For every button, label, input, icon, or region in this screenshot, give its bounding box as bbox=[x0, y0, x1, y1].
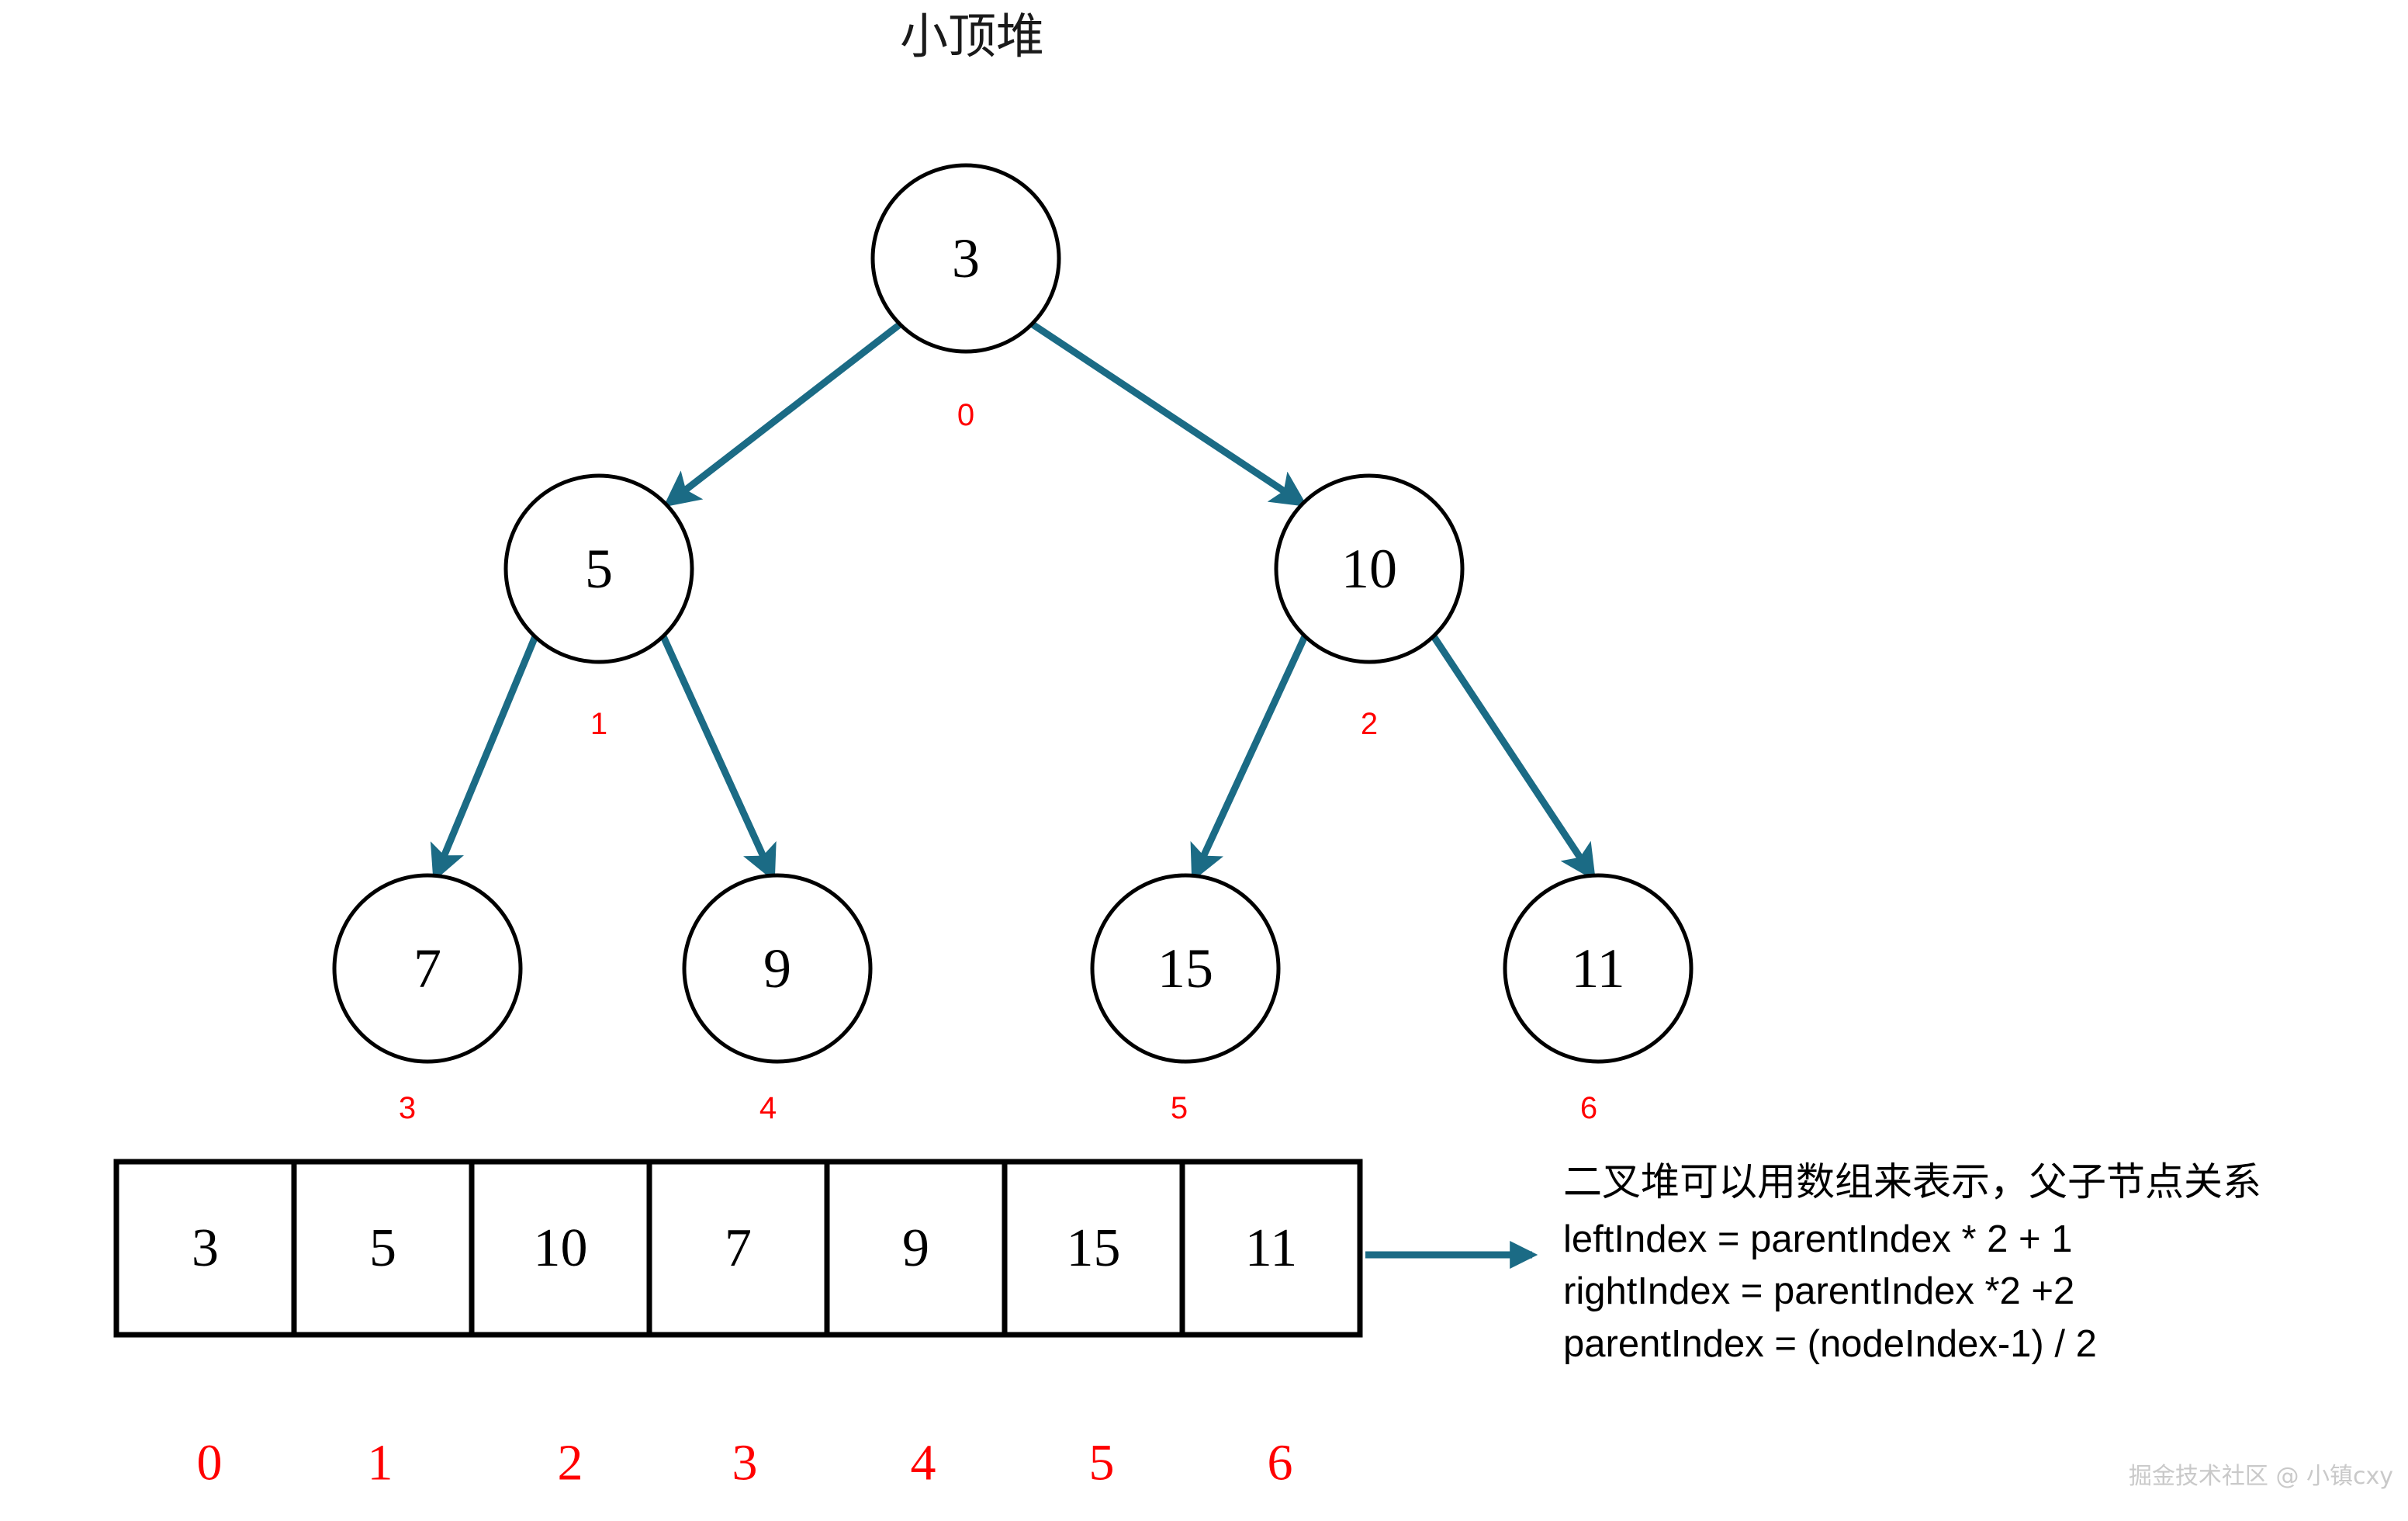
node-circle-11 bbox=[1503, 873, 1694, 1064]
tree-node-3: 30 bbox=[870, 163, 1061, 432]
note-heading: 二叉堆可以用数组来表示，父子节点关系 bbox=[1563, 1159, 2261, 1204]
tree-edge-n0-n2 bbox=[1030, 321, 1308, 507]
node-index-4: 4 bbox=[759, 1091, 777, 1125]
note-formula-line-0: leftIndex = parentIndex * 2 + 1 bbox=[1563, 1218, 2073, 1260]
note-formula-line-1: rightIndex = parentIndex *2 +2 bbox=[1563, 1270, 2074, 1312]
array-cell-value-3: 7 bbox=[725, 1218, 752, 1278]
node-index-0: 0 bbox=[957, 398, 974, 432]
array-index-row: 0 1 2 3 4 5 6 bbox=[197, 1435, 1293, 1492]
array-index-6: 6 bbox=[1268, 1435, 1293, 1492]
array-representation: 3 5 10 7 9 15 11 bbox=[113, 1159, 1363, 1338]
node-value-3: 3 bbox=[952, 227, 980, 289]
node-circle-9 bbox=[682, 873, 873, 1064]
node-value-10: 10 bbox=[1341, 538, 1397, 600]
tree-node-9: 94 bbox=[682, 873, 873, 1125]
node-value-11: 11 bbox=[1571, 937, 1624, 1000]
array-index-0: 0 bbox=[197, 1435, 223, 1492]
array-index-2: 2 bbox=[558, 1435, 583, 1492]
node-index-5: 5 bbox=[1171, 1091, 1188, 1125]
node-index-3: 3 bbox=[399, 1091, 416, 1125]
array-index-4: 4 bbox=[911, 1435, 936, 1492]
array-cell-4 bbox=[824, 1159, 1008, 1338]
tree-node-10: 10 2 bbox=[1274, 473, 1465, 741]
tree-node-11: 11 6 bbox=[1503, 873, 1694, 1125]
node-index-2: 2 bbox=[1361, 707, 1378, 741]
array-index-3: 3 bbox=[732, 1435, 758, 1492]
array-cell-value-5: 15 bbox=[1067, 1218, 1121, 1278]
node-index-6: 6 bbox=[1580, 1091, 1597, 1125]
node-value-15: 15 bbox=[1157, 937, 1213, 1000]
array-index-1: 1 bbox=[368, 1435, 393, 1492]
node-index-1: 1 bbox=[590, 707, 607, 741]
node-circle-3 bbox=[870, 163, 1061, 354]
array-cell-2 bbox=[469, 1159, 652, 1338]
array-cell-value-0: 3 bbox=[192, 1218, 219, 1278]
tree-node-7: 73 bbox=[332, 873, 523, 1125]
array-cell-value-1: 5 bbox=[369, 1218, 396, 1278]
array-index-5: 5 bbox=[1089, 1435, 1115, 1492]
array-cell-3 bbox=[646, 1159, 830, 1338]
array-cell-value-2: 10 bbox=[534, 1218, 588, 1278]
watermark: 掘金技术社区 @ 小镇cxy bbox=[2129, 1463, 2393, 1490]
node-circle-7 bbox=[332, 873, 523, 1064]
array-cell-value-6: 11 bbox=[1245, 1218, 1297, 1278]
tree-edges bbox=[430, 321, 1596, 882]
tree-node-15: 15 5 bbox=[1090, 873, 1281, 1125]
tree-edge-n2-n5 bbox=[1190, 635, 1309, 882]
tree-edge-n1-n4 bbox=[659, 635, 777, 882]
array-cell-6 bbox=[1179, 1159, 1363, 1338]
page-title: 小顶堆 bbox=[900, 8, 1044, 64]
note-formula-lines: leftIndex = parentIndex * 2 + 1 rightInde… bbox=[1563, 1218, 2097, 1365]
node-circle-10 bbox=[1274, 473, 1465, 664]
node-circle-15 bbox=[1090, 873, 1281, 1064]
tree-edge-n1-n3 bbox=[430, 635, 539, 882]
array-cell-value-4: 9 bbox=[902, 1218, 929, 1278]
tree-node-5: 51 bbox=[503, 473, 694, 741]
node-value-7: 7 bbox=[413, 937, 441, 1000]
tree-edge-n0-n1 bbox=[663, 321, 902, 508]
node-value-9: 9 bbox=[763, 937, 791, 1000]
tree-edge-n2-n6 bbox=[1431, 634, 1596, 882]
node-value-5: 5 bbox=[585, 538, 613, 600]
node-circle-5 bbox=[503, 473, 694, 664]
note-formula-line-2: parentIndex = (nodeIndex-1) / 2 bbox=[1563, 1323, 2097, 1365]
